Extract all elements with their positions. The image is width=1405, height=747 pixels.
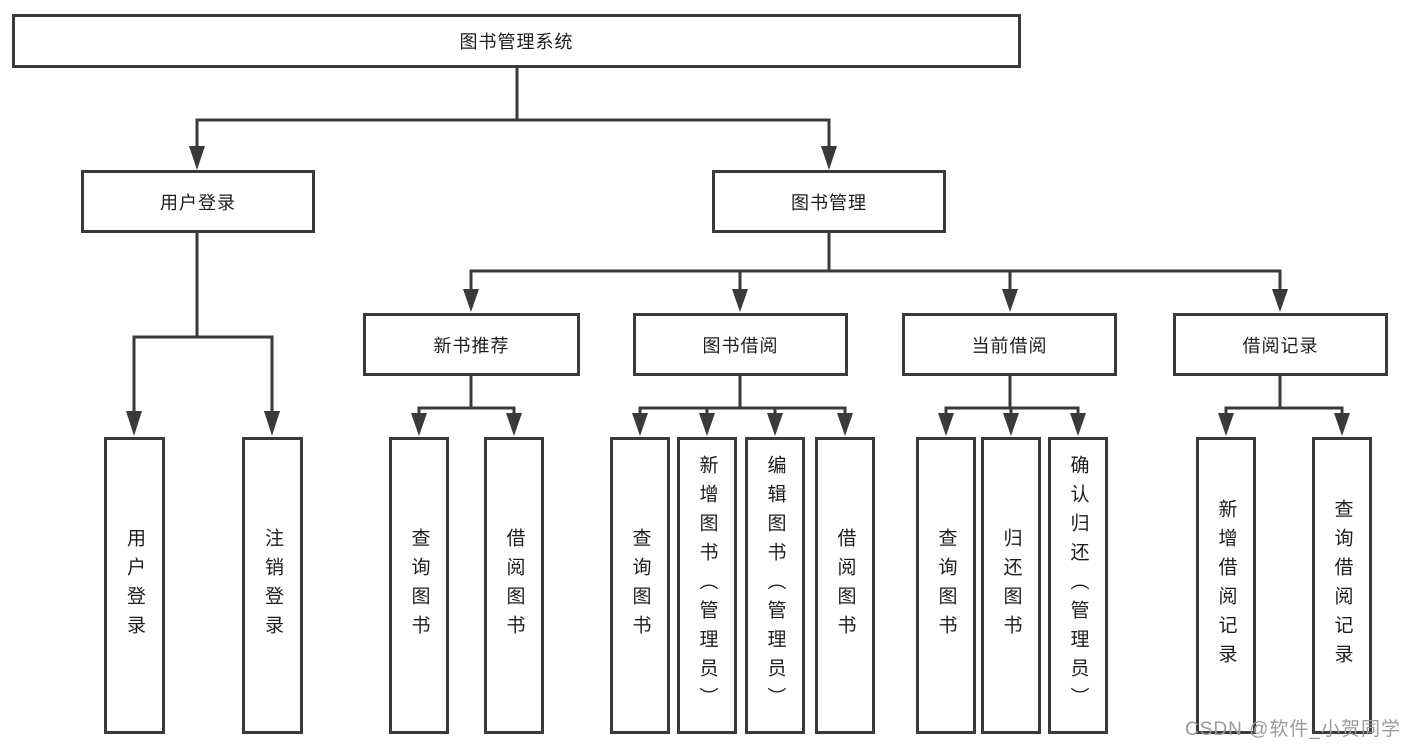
node-user-login-label: 用户登录 xyxy=(160,192,236,213)
node-current-borrow-label: 当前借阅 xyxy=(971,335,1048,356)
leaf-confirm-return-admin-label: 确认归还（管理员） xyxy=(1067,455,1089,716)
leaf-return-book: 归还图书 xyxy=(981,437,1041,734)
node-new-book-recommend-label: 新书推荐 xyxy=(433,335,510,356)
leaf-user-login: 用户登录 xyxy=(104,437,165,734)
node-current-borrow: 当前借阅 xyxy=(902,313,1117,376)
leaf-add-borrow-record-label: 新增借阅记录 xyxy=(1215,498,1237,673)
leaf-add-borrow-record: 新增借阅记录 xyxy=(1196,437,1256,734)
leaf-confirm-return-admin: 确认归还（管理员） xyxy=(1048,437,1108,734)
leaf-add-book-admin: 新增图书（管理员） xyxy=(677,437,737,734)
leaf-logout: 注销登录 xyxy=(242,437,303,734)
leaf-return-book-label: 归还图书 xyxy=(1000,527,1022,644)
leaf-user-login-label: 用户登录 xyxy=(124,527,145,644)
leaf-edit-book-admin: 编辑图书（管理员） xyxy=(745,437,805,734)
leaf-query-book-borrow: 查询图书 xyxy=(610,437,670,734)
leaf-edit-book-admin-label: 编辑图书（管理员） xyxy=(764,455,786,716)
node-book-management-label: 图书管理 xyxy=(791,192,867,213)
leaf-add-book-admin-label: 新增图书（管理员） xyxy=(696,455,718,716)
node-book-borrow: 图书借阅 xyxy=(633,313,848,376)
leaf-query-book-recommend-label: 查询图书 xyxy=(408,527,430,644)
node-root-label: 图书管理系统 xyxy=(459,32,574,52)
leaf-query-borrow-record: 查询借阅记录 xyxy=(1312,437,1372,734)
leaf-borrow-book-recommend: 借阅图书 xyxy=(484,437,544,734)
leaf-query-book-recommend: 查询图书 xyxy=(389,437,449,734)
leaf-logout-label: 注销登录 xyxy=(262,527,283,644)
node-new-book-recommend: 新书推荐 xyxy=(363,313,580,376)
leaf-query-borrow-record-label: 查询借阅记录 xyxy=(1331,498,1353,673)
node-borrow-record: 借阅记录 xyxy=(1173,313,1388,376)
node-root: 图书管理系统 xyxy=(12,14,1021,68)
node-user-login: 用户登录 xyxy=(81,170,315,233)
node-book-management: 图书管理 xyxy=(712,170,946,233)
csdn-watermark: CSDN @软件_小贺同学 xyxy=(1185,719,1401,740)
leaf-query-book-current-label: 查询图书 xyxy=(935,527,957,644)
node-borrow-record-label: 借阅记录 xyxy=(1242,335,1319,356)
leaf-borrow-book-label: 借阅图书 xyxy=(834,527,856,644)
leaf-query-book-borrow-label: 查询图书 xyxy=(629,527,651,644)
leaf-query-book-current: 查询图书 xyxy=(916,437,976,734)
leaf-borrow-book-recommend-label: 借阅图书 xyxy=(503,527,525,644)
node-book-borrow-label: 图书借阅 xyxy=(702,335,779,356)
leaf-borrow-book: 借阅图书 xyxy=(815,437,875,734)
